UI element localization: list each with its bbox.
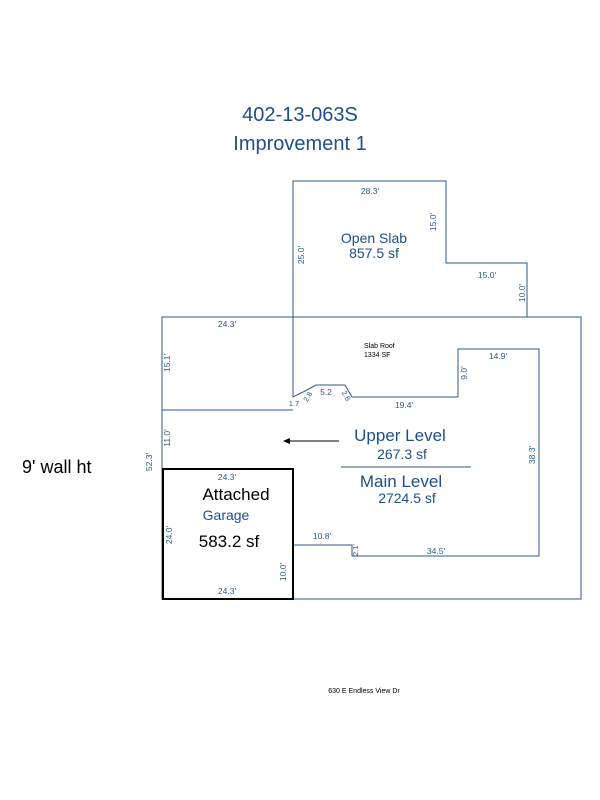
dim-main-bottom-right: 34.5'	[427, 546, 446, 556]
dim-main-top-left: 24.3'	[218, 319, 237, 329]
dim-slab-notch-top: 5.2	[320, 387, 332, 397]
dim-slab-right-top: 14.9'	[489, 351, 508, 361]
upper-level-size: 267.3 sf	[377, 446, 427, 462]
open-slab-size: 857.5 sf	[349, 245, 399, 261]
dim-open-right-lower: 10.0'	[517, 284, 527, 303]
dim-slab-notch-c: 2.8	[340, 389, 353, 403]
dim-main-notch-small: 2.1'	[351, 544, 360, 556]
main-level-name: Main Level	[360, 472, 442, 491]
garage-outline	[162, 468, 294, 600]
garage-name-line2: Garage	[203, 507, 250, 523]
dim-garage-left: 24.0'	[164, 526, 174, 545]
dim-garage-top: 24.3'	[218, 472, 237, 482]
dim-open-right-upper: 15.0'	[428, 213, 438, 232]
main-level-outline	[161, 316, 582, 600]
upper-level-name: Upper Level	[354, 426, 446, 445]
dim-slab-bottom: 19.4'	[395, 400, 414, 410]
open-slab-name: Open Slab	[341, 230, 407, 246]
garage-name-line1: Attached	[202, 485, 269, 504]
dim-slab-notch-a: 1.7	[289, 399, 299, 408]
dim-main-left-mid: 11.0'	[162, 429, 172, 447]
improvement-title: Improvement 1	[233, 133, 367, 155]
parcel-id-title: 402-13-063S	[242, 104, 358, 126]
dim-main-left-upper: 15.1'	[162, 354, 172, 373]
wall-height-label: 9' wall ht	[22, 457, 92, 477]
dim-main-left-total: 52.3'	[144, 453, 154, 472]
dim-garage-right: 10.0'	[278, 563, 288, 582]
dim-garage-bottom: 24.3'	[218, 586, 237, 596]
slab-roof-name: Slab Roof	[364, 343, 395, 350]
open-slab-outline	[292, 180, 528, 317]
address-label: 630 E Endless View Dr	[328, 688, 400, 695]
dim-open-right-step: 15.0'	[478, 270, 497, 280]
dim-main-notch-step: 10.8'	[313, 531, 332, 541]
dim-slab-right-side: 9.0'	[459, 366, 469, 380]
dim-open-left: 25.0'	[296, 246, 306, 265]
dim-open-top: 28.3'	[361, 186, 380, 196]
dim-main-right-side: 38.3'	[527, 446, 537, 465]
garage-size: 583.2 sf	[199, 532, 260, 551]
slab-roof-outline	[292, 317, 540, 599]
slab-roof-size: 1334 SF	[364, 352, 390, 359]
arrow-head-icon	[283, 438, 290, 444]
main-level-size: 2724.5 sf	[378, 490, 436, 506]
